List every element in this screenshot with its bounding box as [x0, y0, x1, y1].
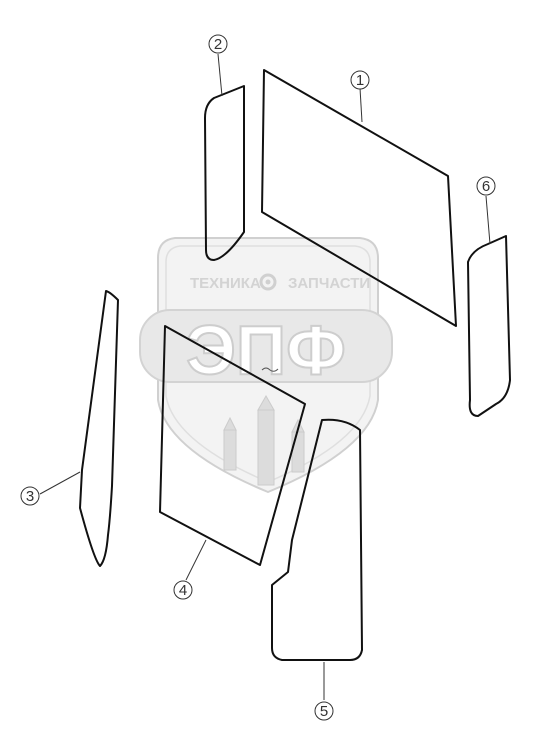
part-1-glass	[261, 69, 457, 327]
part-3-glass	[79, 290, 119, 567]
watermark-text-right: ЗАПЧАСТИ	[288, 275, 370, 292]
part-5-glass	[271, 418, 363, 661]
leader-4	[185, 539, 207, 581]
callout-1: 1	[350, 70, 370, 90]
svg-text:2: 2	[214, 36, 222, 53]
callout-2: 2	[208, 34, 228, 54]
watermark-logo-letters: ЭПФ	[186, 311, 346, 389]
leader-2	[217, 53, 223, 97]
svg-text:3: 3	[26, 488, 34, 505]
watermark-shield-inner	[165, 245, 371, 483]
svg-text:1: 1	[356, 72, 364, 89]
leader-6	[485, 195, 491, 245]
callout-5: 5	[314, 701, 334, 721]
leader-1	[359, 87, 363, 123]
watermark-logo: ТЕХНИКА ЗАПЧАСТИ ЭПФ	[139, 237, 393, 494]
svg-text:5: 5	[320, 703, 328, 720]
gear-icon	[259, 273, 277, 291]
watermark-text-left: ТЕХНИКА	[190, 275, 261, 292]
callout-3: 3	[20, 486, 40, 506]
part-4-mark	[261, 367, 279, 372]
leader-3	[39, 471, 81, 495]
leader-lines	[39, 53, 491, 700]
part-6-glass	[467, 235, 511, 417]
part-2-glass	[204, 85, 245, 261]
part-4-glass	[159, 325, 306, 566]
svg-text:4: 4	[179, 582, 187, 599]
callout-6: 6	[476, 176, 496, 196]
callout-4: 4	[173, 580, 193, 600]
svg-text:6: 6	[482, 178, 490, 195]
